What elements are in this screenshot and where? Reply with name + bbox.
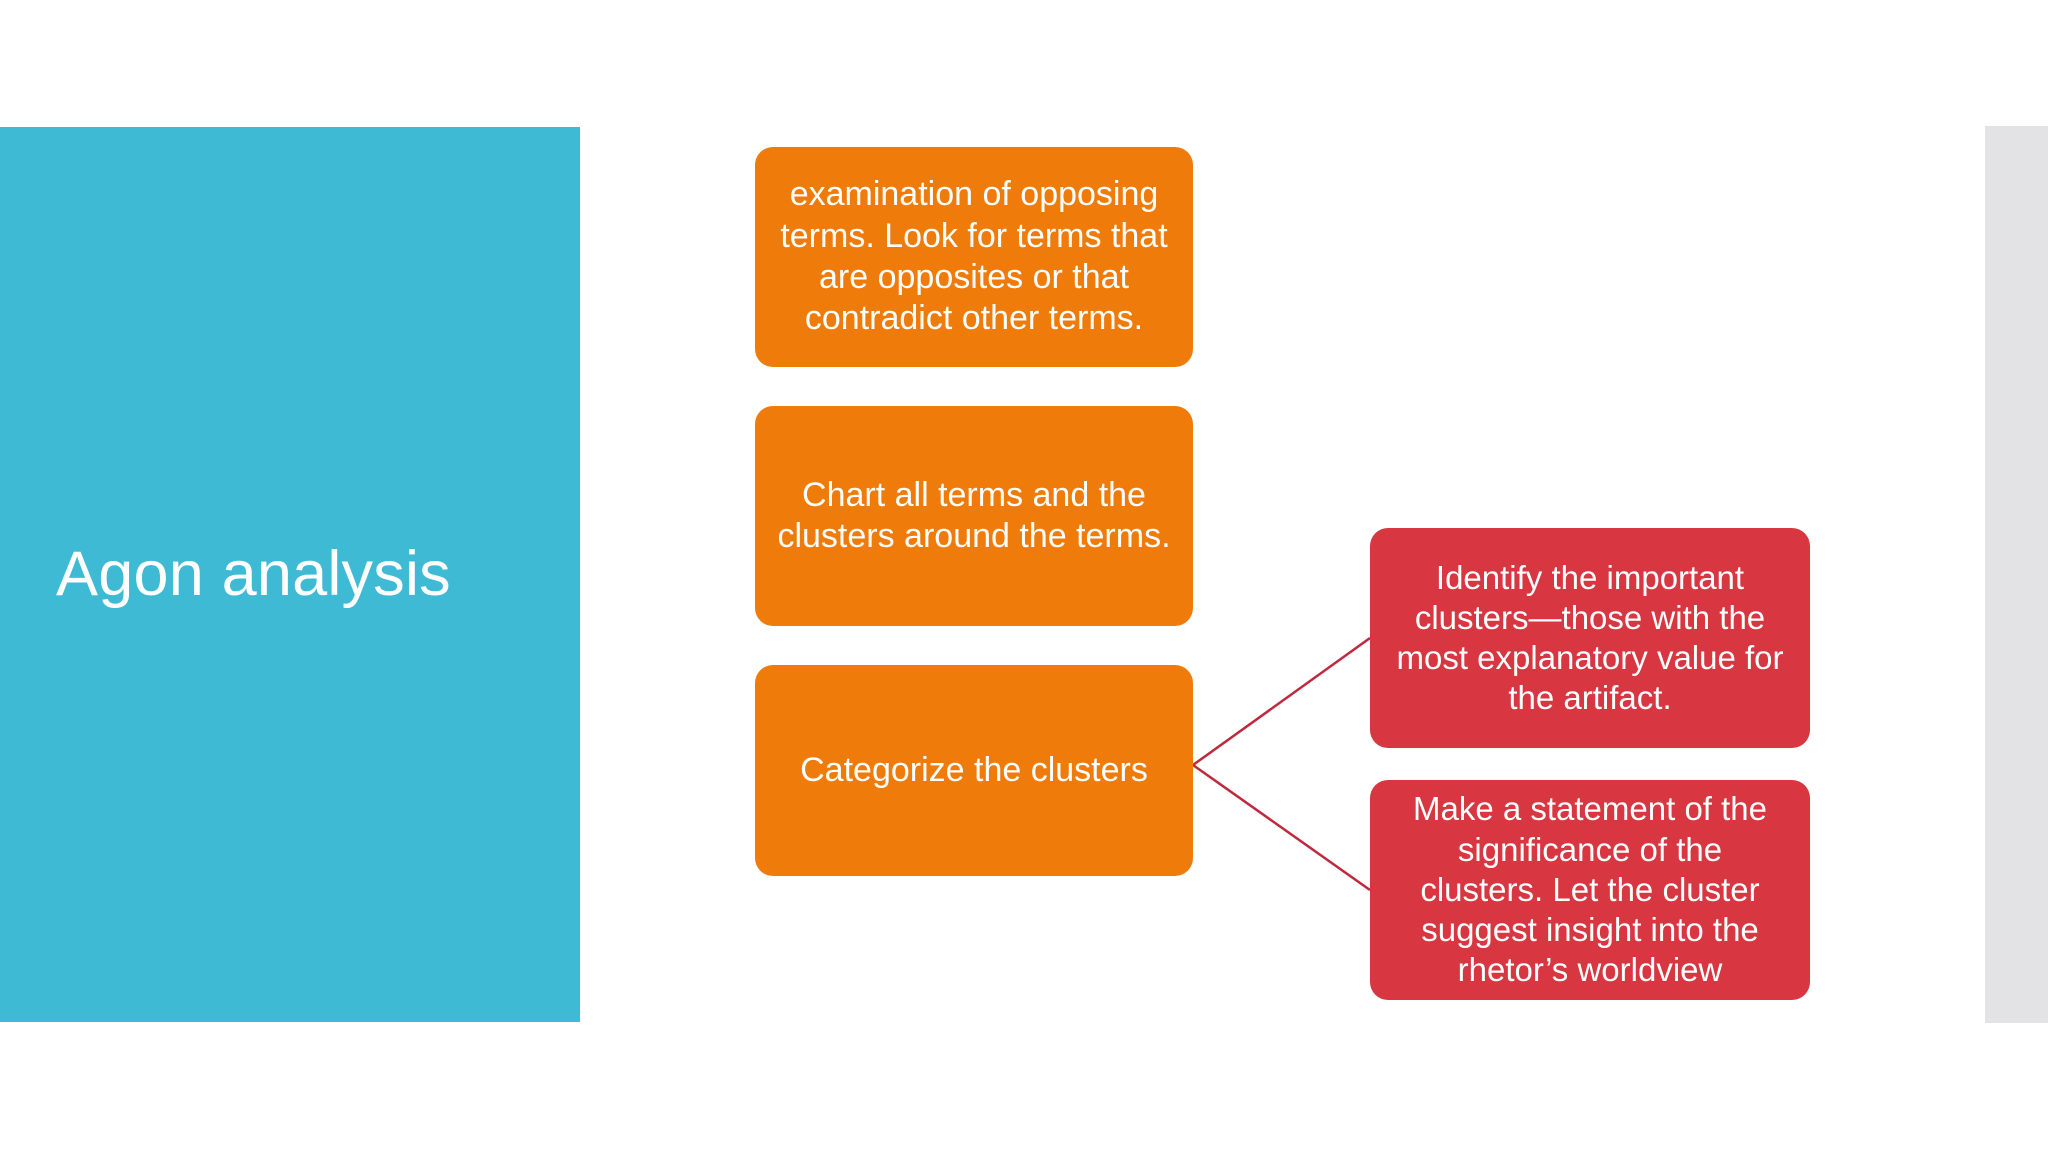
page-title: Agon analysis [56,538,451,609]
branch-node-1-label: Identify the important clusters—those wi… [1396,558,1784,717]
process-step-3[interactable]: Categorize the clusters [755,665,1193,876]
connector-to-branch-2 [1192,763,1371,892]
branch-node-2-label: Make a statement of the significance of … [1412,790,1768,989]
branch-node-2[interactable]: Make a statement of the significance of … [1370,780,1810,1000]
title-panel: Agon analysis [0,127,580,1022]
connector-to-branch-1 [1192,636,1371,767]
process-step-2[interactable]: Chart all terms and the clusters around … [755,406,1193,626]
process-step-1-label: examination of opposing terms. Look for … [780,175,1168,338]
process-step-1[interactable]: examination of opposing terms. Look for … [755,147,1193,367]
branch-node-1[interactable]: Identify the important clusters—those wi… [1370,528,1810,748]
right-side-strip [1985,126,2048,1023]
process-step-3-label: Categorize the clusters [800,750,1148,789]
process-step-2-label: Chart all terms and the clusters around … [777,475,1171,555]
